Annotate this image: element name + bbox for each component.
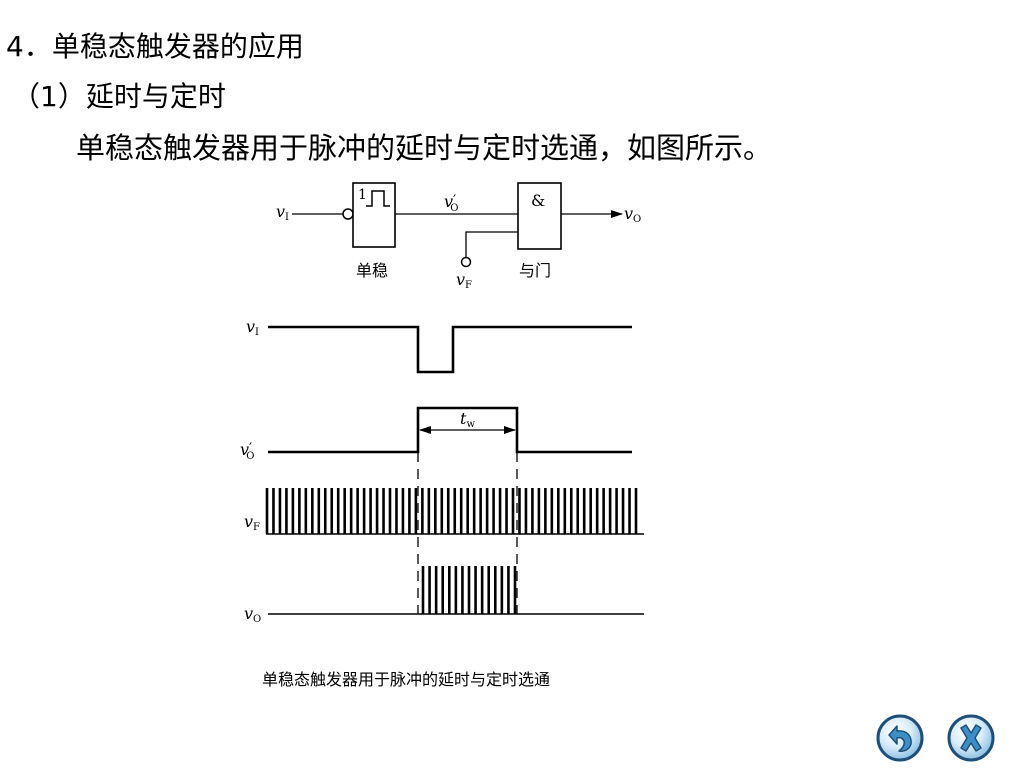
vO-prime-label: v′O — [444, 192, 458, 214]
close-button[interactable] — [946, 713, 996, 763]
vO-prime-waveform — [268, 406, 632, 454]
vF-wave-label: vF — [244, 512, 260, 533]
pulse-width-label: tw — [460, 409, 475, 430]
vI-waveform — [268, 325, 632, 374]
and-gate — [517, 182, 562, 250]
vO-prime-wave-label: v′O — [240, 440, 254, 462]
vI-wave-label: vI — [246, 317, 259, 338]
monostable-symbol: 1 — [358, 187, 367, 203]
inversion-bubble — [342, 208, 354, 220]
monostable-block — [352, 182, 396, 248]
timing-diagram: vI v′O tw vF vO — [240, 317, 644, 625]
vF-wire — [465, 231, 518, 258]
vF-input-label: vF — [456, 270, 472, 291]
and-gate-label: 与门 — [519, 261, 551, 280]
and-symbol: & — [531, 191, 545, 210]
figure-caption: 单稳态触发器用于脉冲的延时与定时选通 — [262, 670, 551, 689]
body-text: 单稳态触发器用于脉冲的延时与定时选通，如图所示。 — [76, 131, 773, 165]
vF-pulse-train — [265, 488, 638, 534]
vO-wave-label: vO — [244, 604, 261, 625]
pulse-symbol-icon — [366, 190, 390, 207]
slide-title: 4．单稳态触发器的应用 — [6, 30, 304, 63]
back-button[interactable] — [875, 713, 925, 763]
vO-pulse-train — [421, 566, 517, 614]
close-x-icon — [947, 714, 995, 762]
monostable-label: 单稳 — [356, 261, 388, 280]
vO-output-label: vO — [624, 204, 641, 225]
section-subtitle: （1）延时与定时 — [12, 80, 226, 113]
vI-input-label: vI — [276, 202, 289, 223]
back-arrow-icon — [876, 714, 924, 762]
circuit-diagram: vI 1 单稳 v′O & 与门 vF vO — [276, 182, 641, 291]
vF-terminal — [460, 256, 472, 268]
